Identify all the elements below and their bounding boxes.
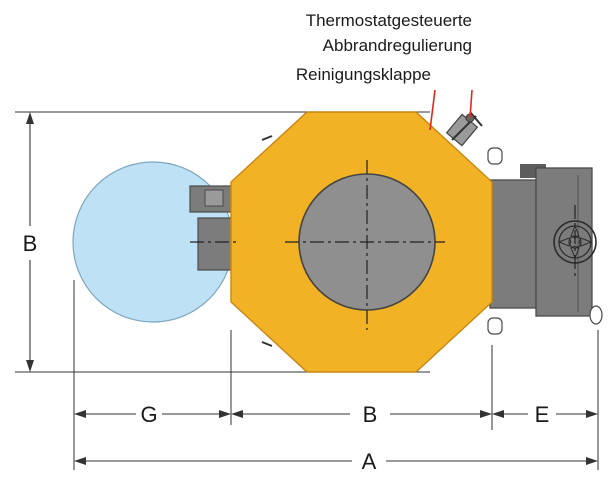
thermostat-label-line1: Thermostatgesteuerte (306, 11, 472, 30)
partial-dimension-line (74, 410, 598, 418)
height-dimension-label: B (23, 231, 38, 256)
thermostat-regulator (445, 111, 483, 147)
cleaning-flap-leader (429, 89, 436, 131)
thermostat-leader (469, 89, 473, 119)
g-dimension-label: G (140, 402, 157, 427)
thermostat-label-line2: Abbrandregulierung (323, 36, 472, 55)
burner-flange (489, 179, 539, 309)
burner-housing (535, 167, 593, 317)
b-dimension-label: B (363, 402, 378, 427)
upper-connector-cap (204, 189, 224, 207)
e-dimension-label: E (535, 402, 550, 427)
side-hinges (261, 135, 503, 347)
height-dimension (26, 112, 34, 372)
annotation-leaders (429, 89, 473, 131)
center-lines (190, 160, 576, 330)
overall-dimension-line (74, 457, 598, 465)
a-dimension-label: A (362, 449, 377, 474)
cleaning-flap-label: Reinigungsklappe (296, 65, 431, 84)
housing-knob (589, 305, 603, 325)
lower-connector-block (197, 217, 235, 271)
